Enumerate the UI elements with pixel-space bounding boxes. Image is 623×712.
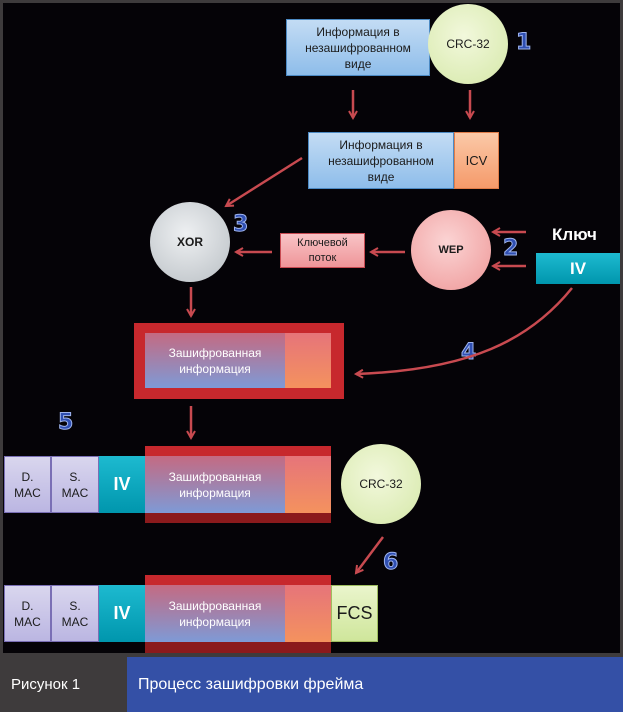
dest-mac-box-final: D. MAC <box>4 585 51 642</box>
step-number-6: 6 <box>382 550 399 576</box>
encrypted-frame-top-bar <box>145 446 331 456</box>
encrypted-icv-tail-frame1 <box>285 456 331 513</box>
encrypted-data-box: Зашифрованная информация <box>145 333 285 388</box>
step-number-5: 5 <box>57 410 74 436</box>
encrypted-icv-tail-final <box>285 585 331 642</box>
iv-box-frame1: IV <box>99 456 145 513</box>
keystream-box: Ключевой поток <box>280 233 365 268</box>
fcs-box: FCS <box>331 585 378 642</box>
step-number-3: 3 <box>232 212 249 238</box>
plaintext-box: Информация в незашифрованном виде <box>286 19 430 76</box>
encrypted-data-box-frame1: Зашифрованная информация <box>145 456 285 513</box>
encrypted-final-top-bar <box>145 575 331 585</box>
step-number-1: 1 <box>515 30 532 56</box>
crc32-circle-frame: CRC-32 <box>341 444 421 524</box>
src-mac-box: S. MAC <box>51 456 99 513</box>
plaintext-box-with-icv: Информация в незашифрованном виде <box>308 132 454 189</box>
encrypted-data-box-final: Зашифрованная информация <box>145 585 285 642</box>
src-mac-box-final: S. MAC <box>51 585 99 642</box>
iv-box-final: IV <box>99 585 145 642</box>
dest-mac-box: D. MAC <box>4 456 51 513</box>
xor-circle: XOR <box>150 202 230 282</box>
crc32-circle: CRC-32 <box>428 4 508 84</box>
encrypted-frame-bottom-bar <box>145 513 331 523</box>
wep-circle: WEP <box>411 210 491 290</box>
figure-label: Рисунок 1 <box>0 657 127 712</box>
key-label: Ключ <box>552 225 597 244</box>
step-number-2: 2 <box>502 236 519 262</box>
encrypted-icv-tail <box>285 333 331 388</box>
encrypted-final-bottom-bar <box>145 642 331 653</box>
iv-key-box: IV <box>536 253 620 284</box>
figure-title: Процесс зашифровки фрейма <box>127 657 623 712</box>
icv-box: ICV <box>454 132 499 189</box>
step-number-4: 4 <box>460 340 477 366</box>
